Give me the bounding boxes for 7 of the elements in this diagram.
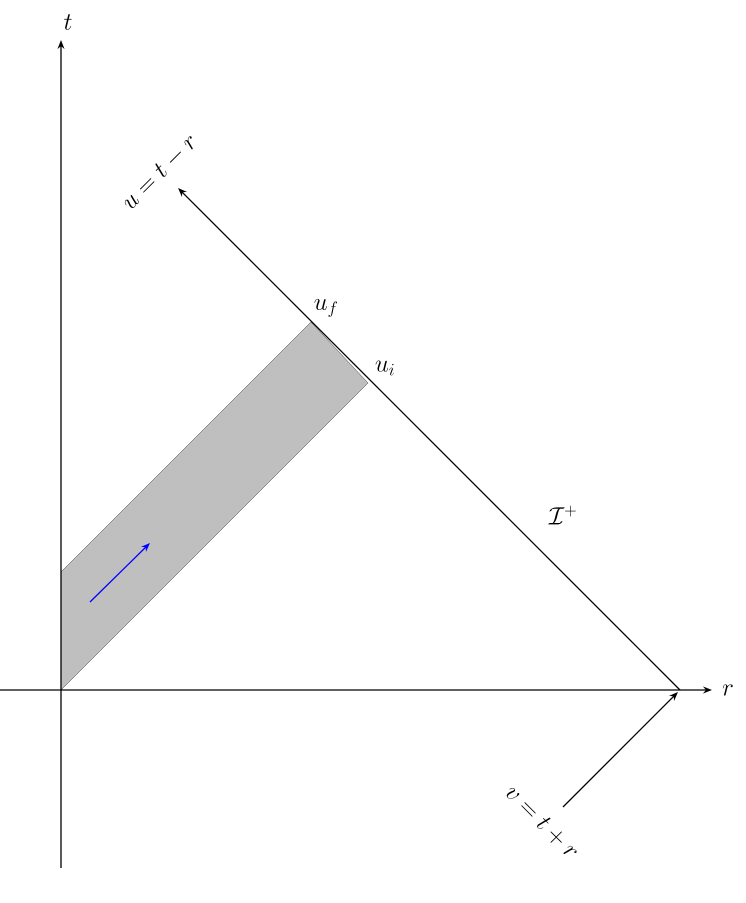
point-label: $u_f$ <box>314 298 338 318</box>
boundary-label: $\mathcal{I}^+$ <box>548 506 576 524</box>
point-label: $u_i$ <box>376 360 394 376</box>
line-label: $v=t+r$ <box>506 788 577 854</box>
axis-label: $t$ <box>64 14 72 30</box>
axis-label: $r$ <box>722 684 733 696</box>
line-label: $u=t-r$ <box>124 136 193 208</box>
